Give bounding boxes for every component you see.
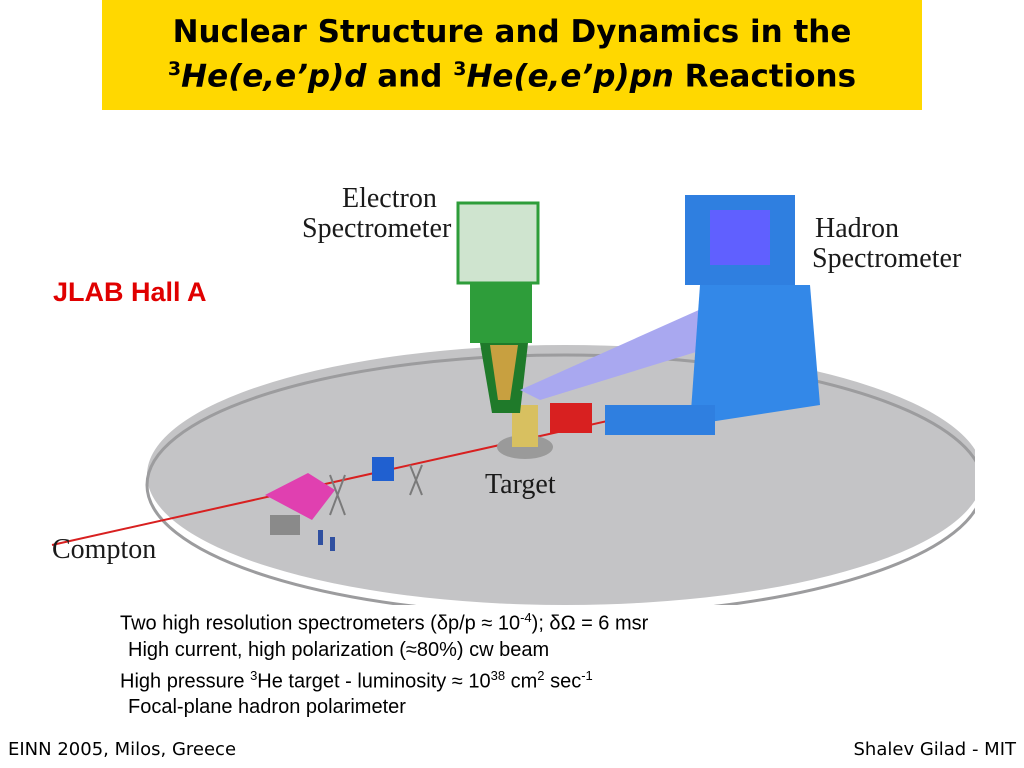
hadron-spectrometer-quad: [550, 403, 592, 433]
electron-spectrometer-dipole: [470, 283, 532, 343]
reaction1-mass-number: 3: [167, 58, 182, 80]
label-compton: Compton: [52, 534, 156, 565]
label-electron-line1: Electron: [342, 183, 437, 214]
bullet-target: High pressure 3He target - luminosity ≈ …: [120, 667, 593, 693]
people-figures: [318, 530, 335, 551]
bullet-polarimeter: Focal-plane hadron polarimeter: [128, 696, 406, 719]
reaction1-nucleus: He: [181, 58, 229, 95]
bullet-beam: High current, high polarization (≈80%) c…: [128, 638, 550, 661]
beamline-magnet: [372, 457, 394, 481]
hall-floor-rim: [145, 353, 975, 605]
electron-spectrometer-quad: [490, 345, 518, 400]
bullet-spectrometers: Two high resolution spectrometers (δp/p …: [120, 610, 649, 635]
reaction2-channel: (e,e’p)pn: [513, 58, 674, 95]
title-conjunction: and: [377, 58, 443, 95]
reaction2-nucleus: He: [466, 58, 514, 95]
electron-spectrometer-hut: [456, 201, 540, 285]
hadron-spectrometer-support: [605, 405, 715, 435]
bullet-list: Two high resolution spectrometers (δp/p …: [120, 605, 648, 720]
reaction1-channel: (e,e’p)d: [228, 58, 367, 95]
beamline-supports: [329, 464, 423, 516]
hadron-spectrometer-dipole: [690, 285, 820, 425]
label-hadron-line1: Hadron: [815, 213, 899, 244]
title-line-2: 3He(e,e’p)d and 3He(e,e’p)pn Reactions: [102, 58, 922, 94]
hadron-spectrometer-arm: [520, 305, 735, 400]
footer-conference: EINN 2005, Milos, Greece: [8, 739, 237, 760]
hall-label: JLAB Hall A: [53, 277, 207, 307]
reaction2-mass-number: 3: [453, 58, 467, 80]
label-hadron-line2: Spectrometer: [812, 243, 962, 274]
compton-magnet: [265, 473, 335, 520]
title-line-1: Nuclear Structure and Dynamics in the: [172, 14, 852, 50]
title-banner: Nuclear Structure and Dynamics in the 3H…: [102, 0, 922, 110]
label-electron-line2: Spectrometer: [302, 213, 452, 244]
compton-stand: [270, 515, 300, 535]
hall-a-diagram: Electron Spectrometer Hadron Spectromete…: [51, 183, 975, 605]
title-suffix: Reactions: [684, 58, 857, 95]
footer-author: Shalev Gilad - MIT: [853, 739, 1017, 760]
hadron-spectrometer-detectors: [710, 210, 770, 265]
label-target: Target: [485, 469, 556, 500]
